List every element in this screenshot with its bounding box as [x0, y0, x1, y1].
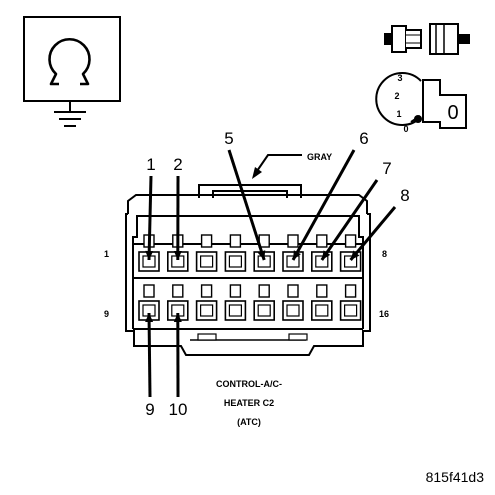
- row-edge-label-bottom-right: 16: [379, 309, 389, 319]
- ohmmeter-ground-icon: [23, 16, 121, 127]
- pin-callout-label-8: 8: [400, 186, 409, 205]
- cavity-inner-bottom-3: [200, 304, 214, 317]
- key-face-label: 0: [447, 102, 458, 124]
- cavity-bottom-3: [195, 300, 218, 321]
- connector-cavities: [138, 234, 362, 321]
- pin-callout-label-7: 7: [382, 159, 391, 178]
- cavity-latch-top-7: [316, 234, 328, 248]
- cavity-bottom-8: [339, 300, 362, 321]
- pin-callout-arrowhead-8: [350, 250, 360, 260]
- pin-callout-leader-7: [320, 179, 379, 261]
- cavity-inner-bottom-4: [228, 304, 242, 317]
- pin-callout-leader-1: [147, 175, 153, 261]
- cavity-top-3: [195, 251, 218, 272]
- figure-id: 815f41d3: [426, 469, 485, 485]
- pin-callout-label-5: 5: [224, 129, 233, 148]
- pin-callout-arrowhead-5: [257, 250, 266, 260]
- pin-callout-arrowhead-7: [321, 250, 331, 260]
- cavity-latch-top-4: [229, 234, 242, 248]
- cavity-latch-bottom-7: [316, 284, 328, 298]
- key-position-3: 3: [397, 73, 402, 83]
- pin-callout-arrowhead-2: [173, 250, 182, 260]
- pin-callout-leader-8: [349, 206, 397, 261]
- cavity-latch-bottom-2: [172, 284, 184, 298]
- cavity-latch-bottom-5: [258, 284, 270, 298]
- cavity-inner-top-6: [286, 255, 300, 268]
- cavity-inner-bottom-8: [344, 304, 358, 317]
- cavity-inner-bottom-6: [286, 304, 300, 317]
- cavity-inner-top-8: [344, 255, 358, 268]
- pin-callout-arrowhead-6: [293, 250, 301, 260]
- cavity-latch-bottom-6: [287, 284, 299, 298]
- connector-title-line-2: HEATER C2: [224, 398, 274, 408]
- cavity-latch-top-8: [344, 234, 357, 248]
- ignition-key-icon: 3 2 1 0 0: [375, 72, 467, 134]
- pin-callout-label-10: 10: [169, 400, 188, 419]
- cavity-latch-bottom-1: [143, 284, 155, 298]
- row-edge-label-top-right: 8: [382, 249, 387, 259]
- cavity-top-6: [282, 251, 304, 272]
- row-edge-label-top-left: 1: [104, 249, 109, 259]
- cavity-latch-bottom-8: [344, 284, 357, 298]
- cavity-latch-bottom-4: [229, 284, 242, 298]
- pin-callout-arrowhead-1: [145, 250, 154, 260]
- pin-callout-leader-9: [147, 312, 152, 398]
- cavity-inner-top-3: [200, 255, 214, 268]
- key-position-1: 1: [396, 109, 401, 119]
- pin-callout-label-6: 6: [359, 129, 368, 148]
- pin-callout-arrowhead-10: [173, 313, 182, 323]
- cavity-inner-top-7: [315, 255, 329, 268]
- cavity-inner-bottom-5: [257, 304, 271, 317]
- pin-callout-arrowhead-9: [145, 313, 154, 323]
- cavity-bottom-5: [253, 300, 275, 321]
- connector-title-line-1: CONTROL-A/C-: [216, 379, 282, 389]
- key-position-2: 2: [394, 91, 399, 101]
- cavity-bottom-4: [224, 300, 247, 321]
- key-position-0: 0: [403, 124, 408, 134]
- cavity-bottom-6: [282, 300, 304, 321]
- pin-callout-leader-6: [291, 149, 356, 261]
- pin-callout-label-2: 2: [173, 155, 182, 174]
- pin-callout-label-1: 1: [146, 155, 155, 174]
- connector-title-line-3: (ATC): [237, 417, 261, 427]
- cavity-top-4: [224, 251, 247, 272]
- pin-callout-label-9: 9: [145, 400, 154, 419]
- wire-color-label: GRAY: [307, 152, 332, 162]
- connector-disconnected-icon: [384, 23, 470, 55]
- cavity-latch-top-3: [200, 234, 213, 248]
- cavity-inner-top-4: [228, 255, 242, 268]
- row-edge-label-bottom-left: 9: [104, 309, 109, 319]
- wire-color-callout: GRAY: [252, 152, 332, 179]
- pin-callout-leader-5: [227, 149, 266, 261]
- cavity-latch-top-6: [287, 234, 299, 248]
- cavity-latch-bottom-3: [200, 284, 213, 298]
- cavity-bottom-7: [310, 300, 333, 321]
- cavity-inner-bottom-7: [315, 304, 329, 317]
